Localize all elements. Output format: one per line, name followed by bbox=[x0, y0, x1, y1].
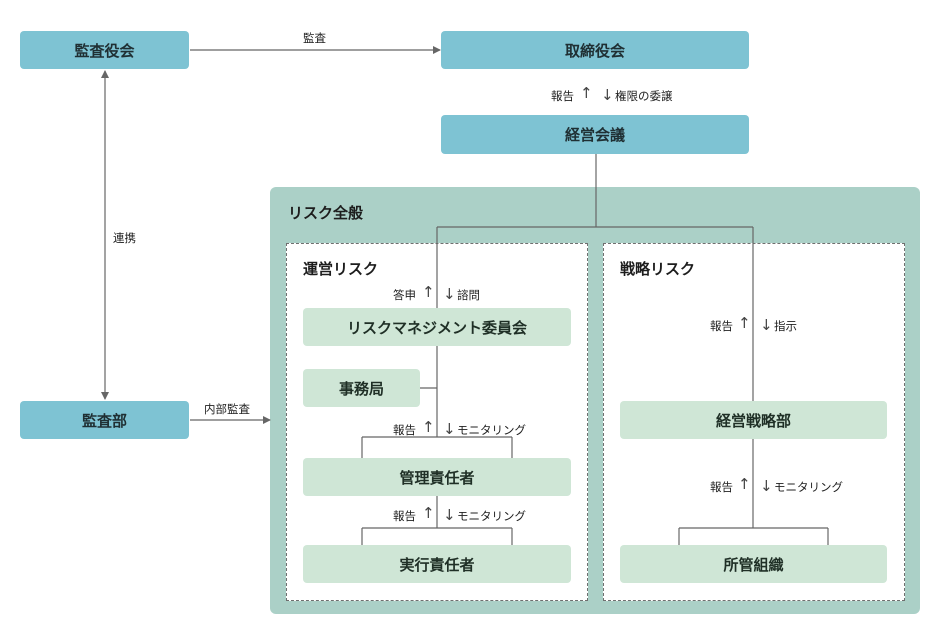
execution-responsible-box: 実行責任者 bbox=[303, 545, 571, 583]
board-box: 取締役会 bbox=[441, 31, 749, 69]
report-label-st-1: 報告 bbox=[710, 319, 733, 333]
up-arrow-icon: ↑ bbox=[580, 84, 593, 102]
answer-label: 答申 bbox=[393, 288, 416, 302]
report-label-op-2: 報告 bbox=[393, 509, 416, 523]
down-arrow-icon: ↓ bbox=[443, 285, 456, 303]
delegation-label: 権限の委譲 bbox=[615, 89, 673, 103]
up-arrow-icon: ↑ bbox=[422, 504, 435, 522]
audit-dept-box: 監査部 bbox=[20, 401, 189, 439]
down-arrow-icon: ↓ bbox=[760, 477, 773, 495]
internal-audit-label: 内部監査 bbox=[204, 402, 250, 416]
operational-risk-title: 運営リスク bbox=[303, 260, 379, 278]
audit-board-box: 監査役会 bbox=[20, 31, 189, 69]
down-arrow-icon: ↓ bbox=[443, 420, 456, 438]
consult-label: 諮問 bbox=[457, 288, 480, 302]
instruction-label: 指示 bbox=[774, 319, 797, 333]
report-label-board: 報告 bbox=[551, 89, 574, 103]
organization-box: 所管組織 bbox=[620, 545, 887, 583]
monitoring-label-op-1: モニタリング bbox=[457, 423, 526, 437]
up-arrow-icon: ↑ bbox=[422, 283, 435, 301]
report-label-st-2: 報告 bbox=[710, 480, 733, 494]
audit-label: 監査 bbox=[303, 31, 326, 45]
up-arrow-icon: ↑ bbox=[738, 314, 751, 332]
all-risk-title: リスク全般 bbox=[288, 204, 364, 222]
up-arrow-icon: ↑ bbox=[422, 418, 435, 436]
monitoring-label-st: モニタリング bbox=[774, 480, 843, 494]
down-arrow-icon: ↓ bbox=[760, 316, 773, 334]
strategy-dept-box: 経営戦略部 bbox=[620, 401, 887, 439]
secretariat-box: 事務局 bbox=[303, 369, 420, 407]
down-arrow-icon: ↓ bbox=[601, 86, 614, 104]
management-responsible-box: 管理責任者 bbox=[303, 458, 571, 496]
strategic-risk-title: 戦略リスク bbox=[620, 260, 696, 278]
risk-committee-box: リスクマネジメント委員会 bbox=[303, 308, 571, 346]
monitoring-label-op-2: モニタリング bbox=[457, 509, 526, 523]
cooperation-label: 連携 bbox=[113, 231, 136, 245]
up-arrow-icon: ↑ bbox=[738, 475, 751, 493]
management-meeting-box: 経営会議 bbox=[441, 115, 749, 154]
down-arrow-icon: ↓ bbox=[443, 506, 456, 524]
report-label-op-1: 報告 bbox=[393, 423, 416, 437]
